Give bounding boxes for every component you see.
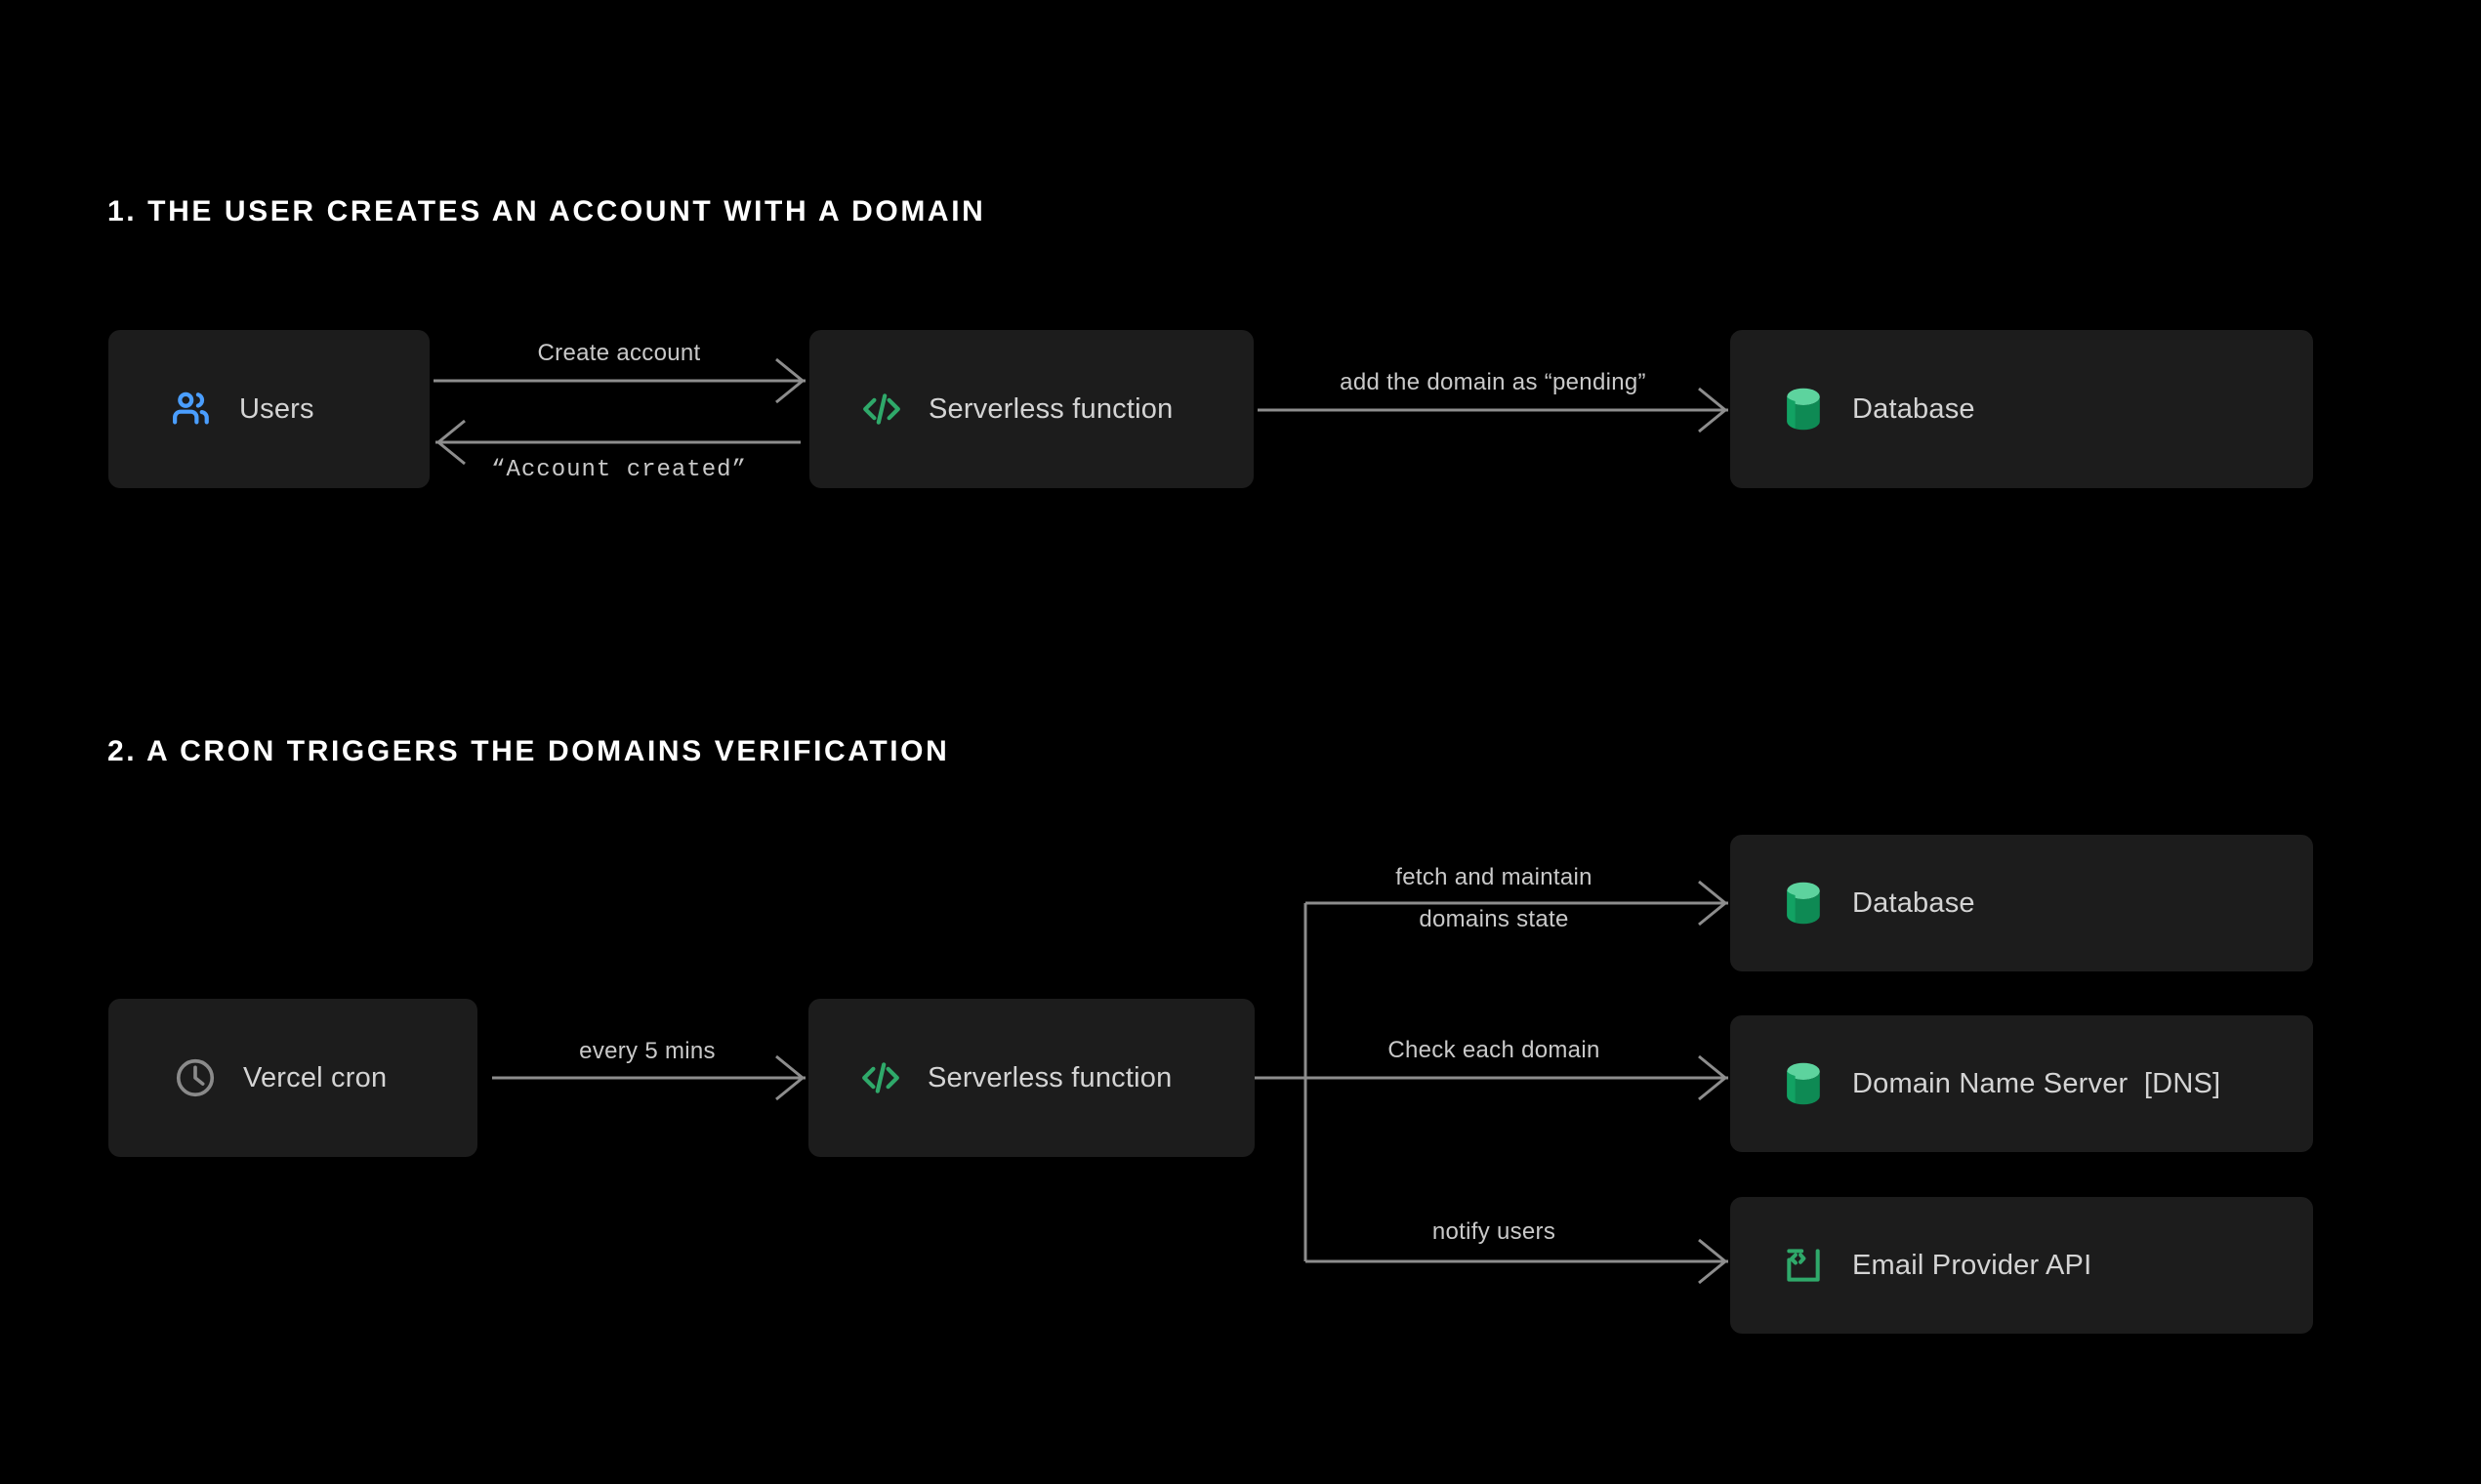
node-users[interactable]: Users (108, 330, 430, 488)
node-database-1[interactable]: Database (1730, 330, 2313, 488)
node-dns[interactable]: Domain Name Server [DNS] (1730, 1015, 2313, 1152)
section-1-title: 1. THE USER CREATES AN ACCOUNT WITH A DO… (107, 195, 986, 227)
clock-icon (173, 1055, 218, 1100)
node-serverless-function-2-label: Serverless function (928, 1061, 1173, 1093)
node-vercel-cron[interactable]: Vercel cron (108, 999, 477, 1157)
users-icon (169, 387, 214, 432)
node-email-provider-api[interactable]: Email Provider API (1730, 1197, 2313, 1334)
edge-label-notify-users: notify users (1431, 1218, 1556, 1245)
edge-label-add-domain-pending: add the domain as “pending” (1340, 369, 1646, 395)
edge-label-check-each-domain: Check each domain (1387, 1037, 1600, 1063)
node-email-provider-api-label: Email Provider API (1852, 1249, 2092, 1281)
node-vercel-cron-label: Vercel cron (243, 1061, 388, 1093)
node-users-label: Users (239, 392, 314, 425)
section-2-title: 2. A CRON TRIGGERS THE DOMAINS VERIFICAT… (107, 735, 950, 767)
database-icon (1782, 386, 1825, 433)
database-icon (1782, 1060, 1825, 1107)
node-serverless-function-1-label: Serverless function (929, 392, 1174, 425)
node-database-2-label: Database (1852, 886, 1975, 919)
node-serverless-function-2[interactable]: Serverless function (808, 999, 1255, 1157)
code-box-icon (1782, 1244, 1825, 1287)
edge-label-account-created: “Account created” (491, 457, 747, 483)
edge-label-fetch-maintain-line1: fetch and maintain (1395, 864, 1592, 890)
node-serverless-function-1[interactable]: Serverless function (809, 330, 1254, 488)
edge-label-create-account: Create account (537, 340, 701, 366)
code-icon (857, 1054, 904, 1101)
node-database-2[interactable]: Database (1730, 835, 2313, 971)
edge-label-fetch-maintain-line2: domains state (1419, 906, 1569, 932)
edge-label-every-5-mins: every 5 mins (579, 1038, 716, 1064)
node-dns-label: Domain Name Server [DNS] (1852, 1067, 2221, 1099)
database-icon (1782, 880, 1825, 927)
code-icon (858, 386, 905, 433)
node-database-1-label: Database (1852, 392, 1975, 425)
edge-notify-users (1305, 1238, 1728, 1285)
